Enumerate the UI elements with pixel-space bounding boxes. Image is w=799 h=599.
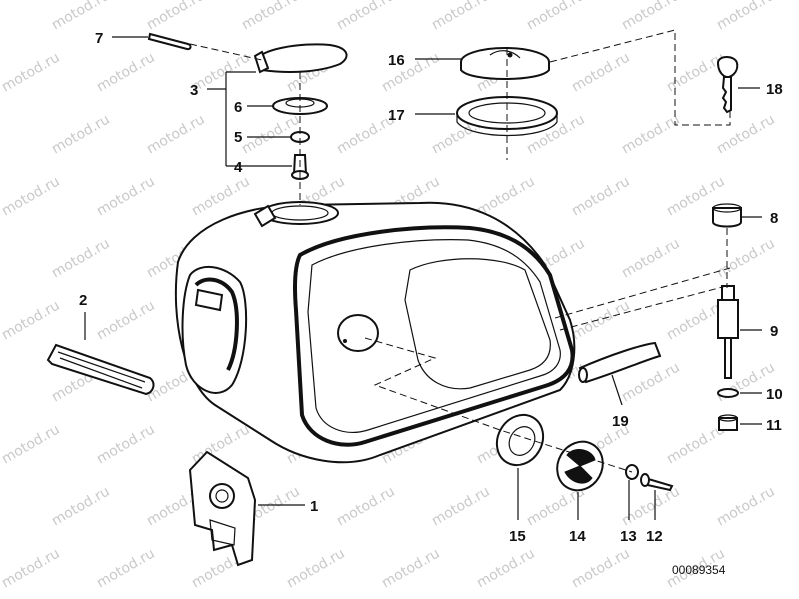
callout-8: 8 (770, 210, 778, 227)
watermark-text: motod.ru (524, 0, 588, 33)
watermark-text: motod.ru (0, 49, 63, 95)
watermark-text: motod.ru (429, 483, 493, 529)
badge-screw (640, 473, 674, 492)
callout-7: 7 (95, 30, 103, 47)
watermark-text: motod.ru (334, 483, 398, 529)
callout-14: 14 (569, 528, 586, 545)
watermark-text: motod.ru (429, 0, 493, 33)
callout-12: 12 (646, 528, 663, 545)
fuel-hose (578, 341, 662, 384)
callout-17: 17 (388, 107, 405, 124)
watermark-text: motod.ru (714, 483, 778, 529)
callout-18: 18 (766, 81, 783, 98)
watermark-text: motod.ru (569, 173, 633, 219)
watermark-text: motod.ru (0, 421, 63, 467)
locking-cap (460, 47, 550, 80)
callout-6: 6 (234, 99, 242, 116)
watermark-text: motod.ru (0, 297, 63, 343)
watermark-text: motod.ru (0, 545, 63, 591)
leader-lines (84, 36, 762, 520)
mounting-bolt-assembly (712, 203, 742, 431)
watermark-text: motod.ru (94, 421, 158, 467)
watermark-text: motod.ru (94, 49, 158, 95)
callout-labels: 7 3 6 5 4 16 17 18 8 9 10 11 2 1 19 15 1… (79, 30, 783, 545)
watermark-text: motod.ru (714, 111, 778, 157)
watermark-text: motod.ru (569, 297, 633, 343)
watermark-text: motod.ru (49, 235, 113, 281)
watermark-text: motod.ru (144, 111, 208, 157)
watermark-text: motod.ru (714, 235, 778, 281)
watermark-text: motod.ru (714, 0, 778, 33)
filler-cap (253, 43, 348, 180)
watermark-text: motod.ru (474, 545, 538, 591)
callout-10: 10 (766, 386, 783, 403)
hinge-pin (147, 32, 192, 51)
key (716, 56, 739, 114)
watermark-text: motod.ru (49, 483, 113, 529)
callout-19: 19 (612, 413, 629, 430)
watermark-text: motod.ru (144, 0, 208, 33)
watermark-text: motod.ru (619, 111, 683, 157)
callout-1: 1 (310, 498, 318, 515)
watermark-text: motod.ru (334, 0, 398, 33)
fuel-tank (174, 201, 576, 464)
assembly-lines (189, 29, 731, 473)
watermark-text: motod.ru (569, 545, 633, 591)
callout-3: 3 (190, 82, 198, 99)
watermark-text: motod.ru (284, 545, 348, 591)
watermark-text: motod.ru (94, 297, 158, 343)
watermark-text: motod.ru (0, 173, 63, 219)
rubber-mount (188, 450, 257, 567)
badge-gasket (495, 413, 545, 467)
watermark-text: motod.ru (569, 49, 633, 95)
callout-5: 5 (234, 129, 242, 146)
watermark-text: motod.ru (94, 545, 158, 591)
diagram-reference-number: 00089354 (672, 563, 726, 577)
watermark-text: motod.ru (619, 235, 683, 281)
watermark-text: motod.ru (239, 0, 303, 33)
callout-11: 11 (766, 417, 782, 434)
watermark-text: motod.ru (619, 0, 683, 33)
knee-rubber-pad (46, 343, 155, 396)
watermark-text: motod.ru (94, 173, 158, 219)
callout-13: 13 (620, 528, 637, 545)
callout-15: 15 (509, 528, 526, 545)
watermark-text: motod.ru (49, 0, 113, 33)
callout-2: 2 (79, 292, 87, 309)
watermark-text: motod.ru (664, 49, 728, 95)
callout-4: 4 (234, 159, 243, 176)
callout-16: 16 (388, 52, 405, 69)
watermark-text: motod.ru (379, 545, 443, 591)
callout-9: 9 (770, 323, 778, 340)
watermark-text: motod.ru (49, 111, 113, 157)
